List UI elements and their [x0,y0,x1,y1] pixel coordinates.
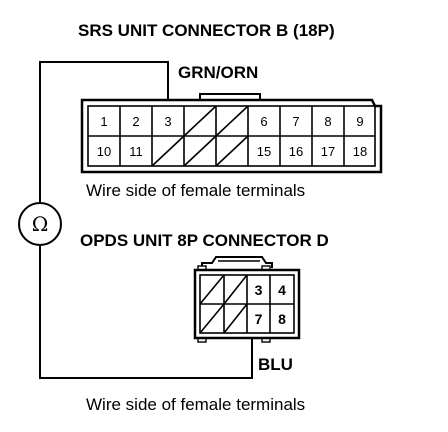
srs-pin-1: 1 [100,114,107,129]
opds-pin-8: 8 [278,311,286,327]
opds-connector-d: 3 4 7 8 [193,256,301,343]
srs-pin-9: 9 [356,114,363,129]
opds-pin-4: 4 [278,282,286,298]
opds-connector-title: OPDS UNIT 8P CONNECTOR D [80,231,329,250]
ohmmeter-symbol: Ω [18,202,62,246]
srs-wire-label: GRN/ORN [178,63,258,82]
opds-pin-3: 3 [255,282,263,298]
srs-pin-7: 7 [292,114,299,129]
srs-pin-18: 18 [353,144,367,159]
srs-pin-10: 10 [97,144,111,159]
ohm-icon: Ω [32,212,49,236]
opds-pin-7: 7 [255,311,263,327]
opds-wire-label: BLU [258,355,293,374]
srs-pin-16: 16 [289,144,303,159]
srs-connector-caption: Wire side of female terminals [86,181,305,200]
srs-pin-15: 15 [257,144,271,159]
srs-connector-b: 1 2 3 6 7 8 9 10 11 15 16 17 18 [80,93,383,174]
srs-connector-title: SRS UNIT CONNECTOR B (18P) [78,21,335,40]
opds-connector-caption: Wire side of female terminals [86,395,305,414]
srs-pin-17: 17 [321,144,335,159]
srs-pin-11: 11 [129,144,143,159]
srs-pin-2: 2 [132,114,139,129]
srs-pin-6: 6 [260,114,267,129]
srs-pin-8: 8 [324,114,331,129]
srs-pin-3: 3 [164,114,171,129]
ohmmeter-leads [39,61,253,379]
